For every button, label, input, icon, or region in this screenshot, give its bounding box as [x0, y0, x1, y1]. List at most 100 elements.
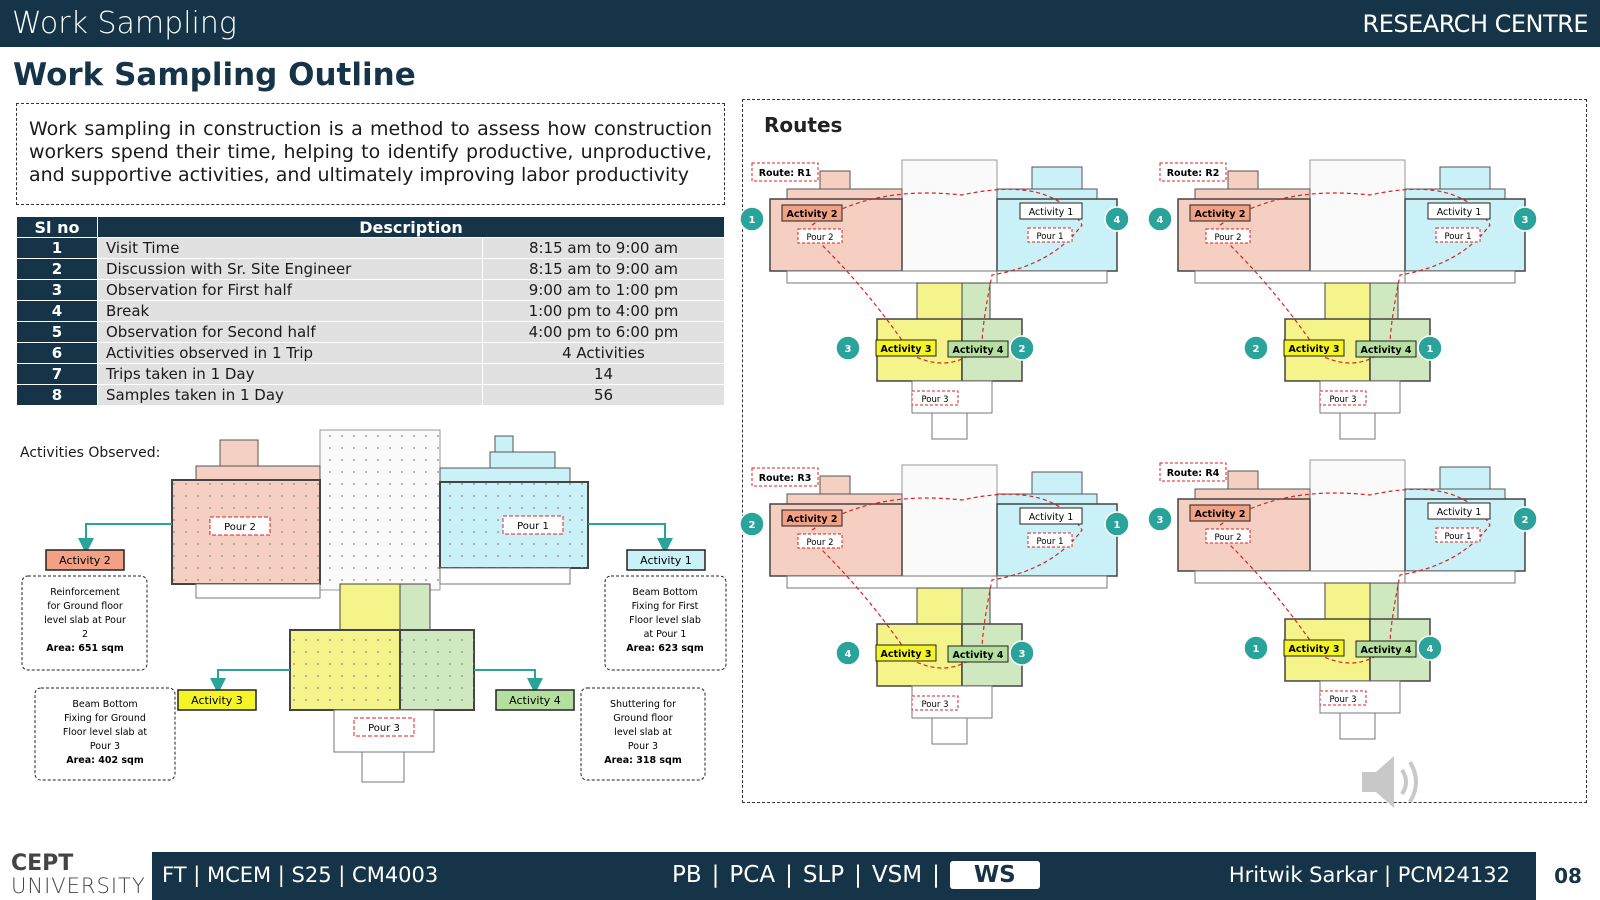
route-activity2: Activity 2: [1195, 509, 1246, 520]
route-pour2: Pour 2: [806, 538, 833, 548]
route-step-activity2: 2: [749, 520, 756, 531]
nav-pca[interactable]: PCA: [729, 862, 776, 888]
routes-panel: [742, 99, 1587, 803]
table-header-slno: Sl no: [16, 216, 98, 238]
row-desc: Activities observed in 1 Trip: [97, 342, 483, 364]
row-value: 14: [482, 363, 725, 385]
row-desc: Observation for Second half: [97, 321, 483, 343]
activity1-desc-line: Floor level slab: [629, 615, 701, 626]
row-sl: 2: [16, 258, 98, 280]
row-desc: Visit Time: [97, 237, 483, 259]
route-pour3: Pour 3: [921, 700, 948, 710]
route-activity2: Activity 2: [787, 514, 838, 525]
row-sl: 8: [16, 384, 98, 406]
activity2-tag: [45, 549, 125, 571]
route-activity2: Activity 2: [1195, 209, 1246, 220]
row-sl: 1: [16, 237, 98, 259]
activity3-area: Area: 402 sqm: [66, 755, 144, 766]
route-pour1: Pour 1: [1444, 532, 1471, 542]
row-value: 4:00 pm to 6:00 pm: [482, 321, 725, 343]
route-map: Route: R3 Activity 2 Activity 1 Pour 2: [739, 464, 1130, 745]
nav-slp[interactable]: SLP: [802, 862, 845, 888]
activity3-desc-line: Pour 3: [90, 741, 120, 752]
route-activity4: Activity 4: [953, 650, 1004, 661]
row-sl: 5: [16, 321, 98, 343]
route-activity3: Activity 3: [1289, 644, 1340, 655]
route-map: Route: R2 Activity 2 Activity 1 Pour 2: [1147, 159, 1538, 440]
route-activity2: Activity 2: [787, 209, 838, 220]
route-step-activity3: 1: [1253, 644, 1260, 655]
route-step-activity3: 4: [845, 649, 852, 660]
route-pour1: Pour 1: [1036, 232, 1063, 242]
route-activity3: Activity 3: [881, 649, 932, 660]
activity2-desc-box: [21, 575, 148, 671]
nav-pb[interactable]: PB: [672, 862, 702, 888]
activity1-desc-line: Fixing for First: [632, 601, 699, 612]
activity1-desc-box: [604, 575, 727, 671]
page-number: 08: [1536, 852, 1600, 900]
intro-text: Work sampling in construction is a metho…: [16, 103, 725, 205]
pour2-annex: [219, 439, 259, 467]
row-sl: 4: [16, 300, 98, 322]
activities-observed-label: Activities Observed:: [20, 445, 161, 461]
activity3-tag: [177, 689, 257, 711]
table-header-description: Description: [97, 216, 725, 238]
route-step-activity2: 4: [1157, 215, 1164, 226]
route-activity4: Activity 4: [953, 345, 1004, 356]
row-sl: 3: [16, 279, 98, 301]
route-activity1: Activity 1: [1437, 507, 1482, 518]
route-activity1: Activity 1: [1437, 207, 1482, 218]
row-desc: Observation for First half: [97, 279, 483, 301]
row-desc: Break: [97, 300, 483, 322]
activity4-area: Area: 318 sqm: [604, 755, 682, 766]
route-step-activity1: 2: [1522, 515, 1529, 526]
activity3-desc-box: [34, 687, 176, 781]
routes-title: Routes: [764, 113, 843, 137]
route-pour3: Pour 3: [1329, 395, 1356, 405]
route-activity1: Activity 1: [1029, 207, 1074, 218]
footer-course: FT | MCEM | S25 | CM4003: [162, 863, 439, 887]
activity3-desc-line: Fixing for Ground: [64, 713, 146, 724]
pour1-label: Pour 1: [517, 521, 549, 532]
route-pour1: Pour 1: [1444, 232, 1471, 242]
logo-line1: CEPT: [11, 851, 74, 876]
row-desc: Trips taken in 1 Day: [97, 363, 483, 385]
activity3-desc-line: Beam Bottom: [72, 699, 137, 710]
route-activity4: Activity 4: [1361, 345, 1412, 356]
row-value: 9:00 am to 1:00 pm: [482, 279, 725, 301]
row-value: 4 Activities: [482, 342, 725, 364]
activity2-desc-line: level slab at Pour: [44, 615, 126, 626]
activity1-tag: [626, 549, 706, 571]
row-value: 8:15 am to 9:00 am: [482, 258, 725, 280]
route-activity1: Activity 1: [1029, 512, 1074, 523]
activity1-desc-line: at Pour 1: [644, 629, 687, 640]
route-name: Route: R4: [1167, 468, 1220, 479]
row-desc: Discussion with Sr. Site Engineer: [97, 258, 483, 280]
nav-ws[interactable]: WS: [949, 861, 1040, 889]
activity4-desc-line: Shuttering for: [610, 699, 676, 710]
route-map: Route: R4 Activity 2 Activity 1 Pour 2: [1147, 459, 1538, 740]
row-sl: 7: [16, 363, 98, 385]
speaker-icon[interactable]: [1358, 748, 1438, 818]
activity3-desc-line: Floor level slab at: [63, 727, 148, 738]
nav-vsm[interactable]: VSM: [871, 862, 923, 888]
route-activity4: Activity 4: [1361, 645, 1412, 656]
activity4-desc-line: Ground floor: [613, 713, 673, 724]
row-sl: 6: [16, 342, 98, 364]
footer-author: Hritwik Sarkar | PCM24132: [1228, 863, 1510, 887]
cept-logo: CEPT UNIVERSITY: [11, 851, 145, 898]
activity2-desc-line: for Ground floor: [47, 601, 123, 612]
route-step-activity4: 4: [1427, 644, 1434, 655]
row-value: 8:15 am to 9:00 am: [482, 237, 725, 259]
route-step-activity4: 2: [1019, 344, 1026, 355]
route-step-activity4: 1: [1427, 344, 1434, 355]
activities-plan-diagram: Pour 2 Pour 1 Pour 3 Activity 2 Activity…: [21, 429, 727, 783]
footer-bar: FT | MCEM | S25 | CM4003 PB| PCA| SLP| V…: [152, 852, 1600, 900]
activity2-tag-text: Activity 2: [59, 554, 111, 567]
row-desc: Samples taken in 1 Day: [97, 384, 483, 406]
